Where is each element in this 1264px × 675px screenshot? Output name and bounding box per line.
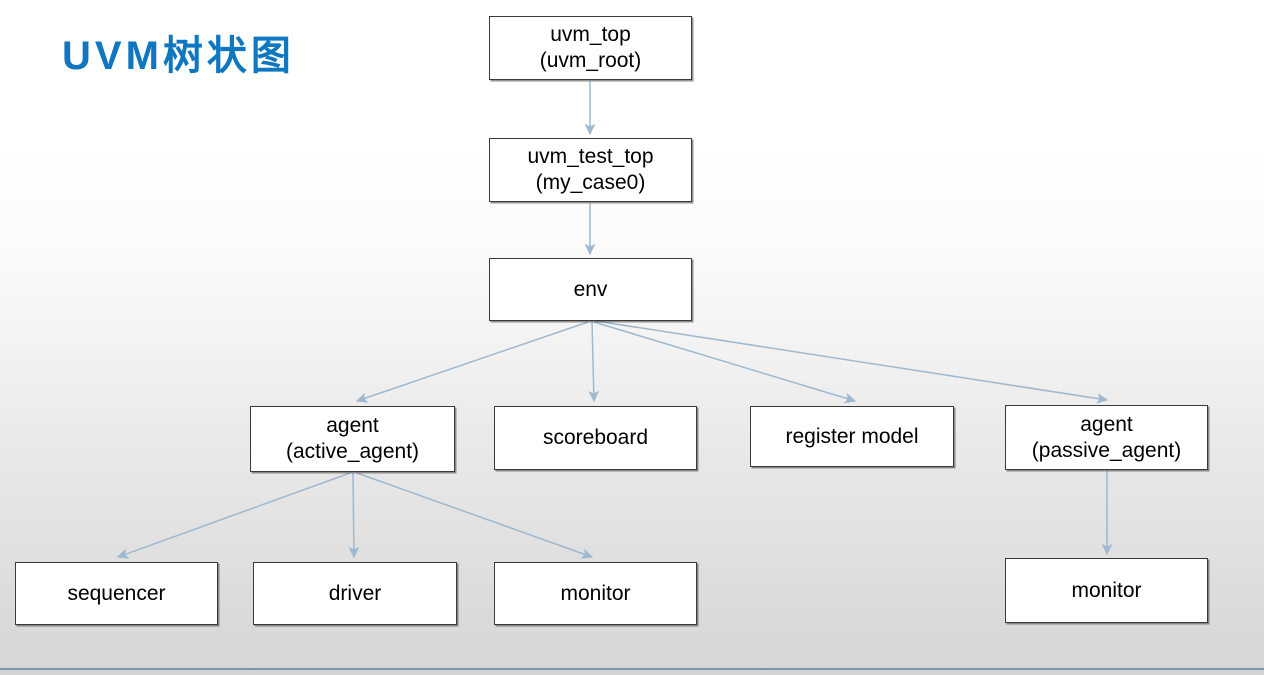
node-monitor-passive[interactable]: monitor xyxy=(1005,558,1208,623)
node-agent-passive-line2: (passive_agent) xyxy=(1031,438,1182,462)
edge-env-to-agent-active xyxy=(355,321,589,403)
node-register-model[interactable]: register model xyxy=(750,406,954,467)
node-scoreboard-line1: scoreboard xyxy=(542,426,649,450)
node-uvm-top-line1: uvm_top xyxy=(550,23,631,47)
node-monitor-active-line1: monitor xyxy=(560,581,631,605)
node-monitor-passive-line1: monitor xyxy=(1071,578,1142,602)
node-driver-line1: driver xyxy=(328,581,382,605)
node-driver[interactable]: driver xyxy=(253,562,457,625)
node-agent-passive[interactable]: agent (passive_agent) xyxy=(1005,405,1208,470)
page-title: UVM树状图 xyxy=(62,34,295,78)
edge-agent-active-to-monitor xyxy=(356,472,594,559)
slide-bottom-bar xyxy=(0,668,1264,675)
node-agent-passive-line1: agent xyxy=(1080,412,1133,436)
node-uvm-top-line2: (uvm_root) xyxy=(539,49,642,72)
node-monitor-active[interactable]: monitor xyxy=(494,562,697,625)
node-agent-active[interactable]: agent (active_agent) xyxy=(250,406,455,472)
node-uvm-test-top[interactable]: uvm_test_top (my_case0) xyxy=(489,138,692,202)
node-uvm-top[interactable]: uvm_top (uvm_root) xyxy=(489,16,692,80)
node-uvm-test-top-line2: (my_case0) xyxy=(535,171,646,194)
edge-env-to-scoreboard xyxy=(588,321,600,403)
node-sequencer-line1: sequencer xyxy=(67,581,166,605)
node-env-line1: env xyxy=(573,277,608,301)
edge-env-to-register-model xyxy=(593,321,857,404)
node-uvm-test-top-line1: uvm_test_top xyxy=(527,145,654,169)
node-env[interactable]: env xyxy=(489,258,692,321)
edge-env-to-agent-passive xyxy=(595,320,1109,404)
node-scoreboard[interactable]: scoreboard xyxy=(494,406,697,470)
node-agent-active-line2: (active_agent) xyxy=(285,440,420,463)
node-register-model-line1: register model xyxy=(785,424,919,448)
edge-agent-active-to-driver xyxy=(348,472,360,559)
node-sequencer[interactable]: sequencer xyxy=(15,562,218,625)
edge-agent-active-to-sequencer xyxy=(116,472,351,559)
node-agent-active-line1: agent xyxy=(326,414,379,438)
